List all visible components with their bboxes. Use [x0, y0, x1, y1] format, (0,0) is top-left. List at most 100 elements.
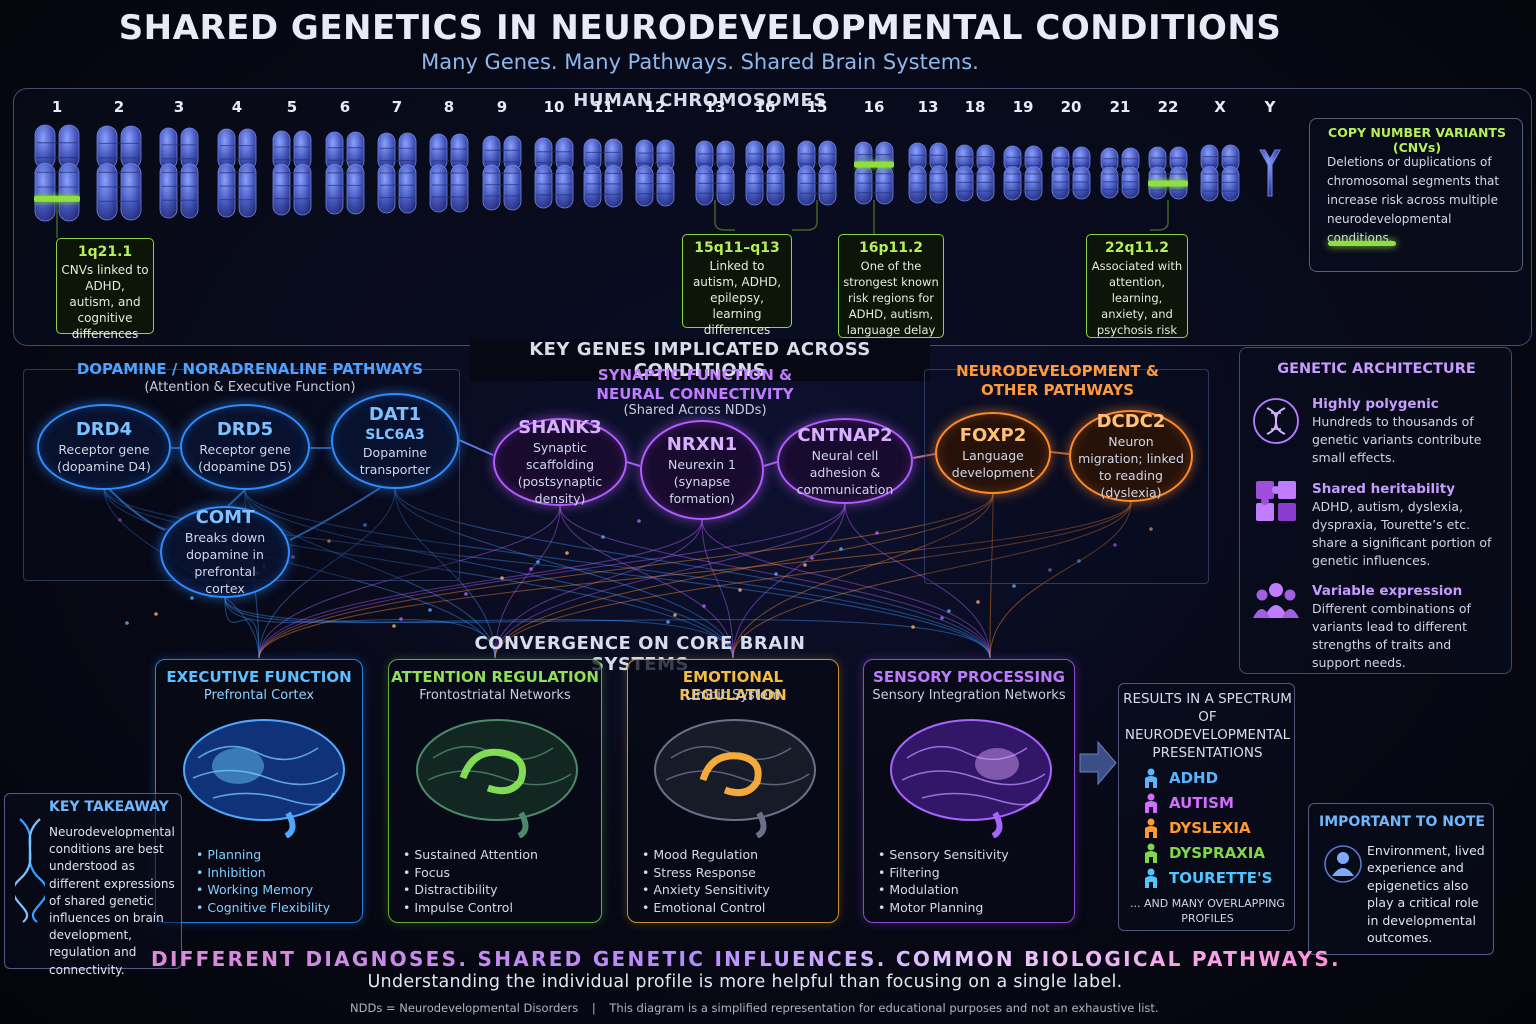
network-node-dot [500, 576, 504, 580]
cnv-text: One of the strongest known risk regions … [843, 259, 939, 337]
architecture-item-title: Highly polygenic [1312, 396, 1439, 412]
chromosome-label: 11 [592, 98, 614, 116]
architecture-item-text: Hundreds to thousands of genetic variant… [1312, 414, 1482, 465]
chromosome [854, 141, 894, 205]
convergence-line [989, 501, 1132, 659]
system-items: Planning Inhibition Working Memory Cogni… [196, 846, 330, 916]
page-title: SHARED GENETICS IN NEURODEVELOPMENTAL CO… [118, 8, 1282, 48]
gene-name: NRXN1 [666, 433, 738, 455]
chromosome-label: 18 [964, 98, 986, 116]
architecture-item-heritability: Shared heritability ADHD, autism, dyslex… [1312, 480, 1502, 570]
key-takeaway-title: KEY TAKEAWAY [49, 799, 169, 815]
gene-link [763, 461, 778, 467]
architecture-item-polygenic: Highly polygenic Hundreds to thousands o… [1312, 395, 1502, 467]
chromosome [1259, 149, 1281, 197]
convergence-line [258, 493, 994, 659]
chromosome-label: 19 [1012, 98, 1034, 116]
arrow-right-icon [1079, 740, 1117, 786]
gene-name: DRD4 [75, 419, 133, 440]
architecture-item-title: Variable expression [1312, 583, 1463, 599]
people-icon [1253, 583, 1299, 618]
system-title: SENSORY PROCESSING [873, 668, 1065, 686]
chromosome [377, 132, 417, 214]
convergence-line [494, 503, 846, 659]
convergence-line [244, 489, 734, 659]
convergence-line [224, 597, 496, 659]
footer-message: Understanding the individual profile is … [367, 972, 1123, 992]
gene-link [458, 439, 494, 456]
group-title-synaptic: SYNAPTIC FUNCTION & NEURAL CONNECTIVITY [596, 366, 794, 403]
chromosome-label: 16 [863, 98, 885, 116]
convergence-line [103, 487, 734, 659]
chromosome-label: 10 [543, 98, 565, 116]
gene-desc: Neuron migration; linked to reading (dys… [1078, 434, 1184, 500]
important-note-panel: IMPORTANT TO NOTE Environment, lived exp… [1308, 803, 1494, 955]
person-icon [1145, 818, 1157, 838]
gene-name: DRD5 [216, 419, 274, 440]
network-node-dot [327, 539, 331, 543]
important-note-title: IMPORTANT TO NOTE [1319, 814, 1485, 830]
footer-separator: | [591, 1001, 596, 1015]
convergence-line [224, 597, 260, 659]
chromosome-label: X [1214, 98, 1226, 116]
chromosome [159, 127, 199, 219]
gene-nrxn1: NRXN1 Neurexin 1 (synapse formation) [640, 420, 764, 520]
network-node-dot [947, 609, 951, 613]
gene-name: COMT [195, 507, 255, 528]
footer-notes: NDDs = Neurodevelopmental Disorders | Th… [350, 1001, 1250, 1015]
gene-name: FOXP2 [959, 425, 1027, 446]
gene-dat1: DAT1 SLC6A3 Dopamine transporter [331, 393, 459, 489]
cnv-callout-1q21: 1q21.1 CNVs linked to ADHD, autism, and … [56, 238, 154, 341]
results-panel: RESULTS IN A SPECTRUM OF NEURODEVELOPMEN… [1118, 683, 1295, 931]
system-item: Sensory Sensitivity [878, 846, 1008, 864]
network-node-dot [1012, 584, 1016, 588]
system-item: Planning [196, 846, 330, 864]
gene-comt: COMT Breaks down dopamine in prefrontal … [160, 506, 290, 598]
architecture-item-title: Shared heritability [1312, 481, 1456, 497]
network-node-dot [1149, 527, 1153, 531]
group-title-dopamine: DOPAMINE / NORADRENALINE PATHWAYS [76, 360, 424, 378]
chromosome-label: 2 [113, 98, 125, 116]
network-node-dot [803, 563, 807, 567]
gene-link [227, 489, 246, 507]
chromosome-label: 6 [339, 98, 351, 116]
architecture-title: GENETIC ARCHITECTURE [1277, 361, 1476, 377]
chromosome [482, 135, 522, 211]
chromosome [34, 124, 80, 222]
gene-name: SHANK3 [518, 417, 602, 438]
key-takeaway-panel: KEY TAKEAWAY Neurodevelopmental conditio… [4, 793, 182, 977]
system-item: Inhibition [196, 864, 330, 882]
convergence-line [258, 505, 561, 659]
network-node-dot [291, 555, 295, 559]
network-node-dot [125, 621, 129, 625]
cnv-name: 1q21.1 [77, 244, 133, 260]
system-subtitle: Prefrontal Cortex [203, 688, 315, 703]
chromosome [908, 142, 948, 204]
chromosome [325, 131, 365, 215]
system-item: Cognitive Flexibility [196, 899, 330, 917]
architecture-item-text: ADHD, autism, dyslexia, dyspraxia, Toure… [1312, 499, 1492, 568]
convergence-line [224, 597, 734, 659]
system-item: Motor Planning [878, 899, 1009, 917]
chromosome [955, 144, 995, 202]
system-subtitle: Frontostriatal Networks [419, 688, 571, 703]
gene-dcdc2: DCDC2 Neuron migration; linked to readin… [1069, 410, 1193, 502]
network-node-dot [774, 572, 778, 576]
system-item: Sustained Attention [403, 846, 538, 864]
cnv-callout-22q11: 22q11.2 Associated with attention, learn… [1086, 234, 1188, 338]
convergence-line [732, 501, 1132, 659]
gene-desc: Neural cell adhesion & communication [796, 447, 894, 497]
chromosome-label: 16 [754, 98, 776, 116]
chromosome [583, 138, 623, 208]
dna-icon [1253, 398, 1299, 444]
architecture-item-expression: Variable expression Different combinatio… [1312, 582, 1502, 672]
puzzle-icon [1256, 481, 1296, 521]
network-node-dot [673, 613, 677, 617]
gene-link [107, 487, 166, 531]
system-items: Mood Regulation Stress Response Anxiety … [642, 846, 769, 916]
chromosome-label: 20 [1060, 98, 1082, 116]
gene-name: CNTNAP2 [797, 424, 893, 446]
brain-icon [654, 719, 816, 838]
page-subtitle: Many Genes. Many Pathways. Shared Brain … [421, 50, 979, 74]
cnv-name: 15q11–q13 [694, 240, 780, 256]
